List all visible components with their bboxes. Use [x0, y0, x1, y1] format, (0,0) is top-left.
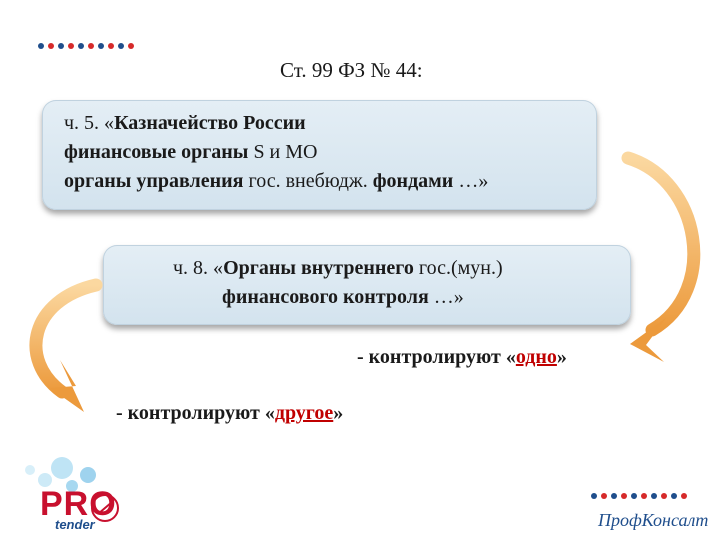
statement2-prefix: - контролируют « [116, 402, 275, 424]
statement2-key: другое [274, 402, 334, 424]
statement1-prefix: - контролируют « [357, 346, 516, 368]
box1-line2-bold: финансовые органы [64, 141, 249, 163]
statement2-suffix: » [333, 402, 344, 424]
box1-line1-prefix: ч. 5. « [64, 112, 115, 134]
logo-bubbles-icon [25, 457, 119, 522]
logo-pro: PRO [40, 485, 117, 523]
decorative-dots-top [38, 43, 134, 49]
box2-line2-bold: финансового контроля [222, 286, 429, 308]
box2-line2: финансового контроля …» [222, 286, 464, 309]
article-part5-box [42, 100, 597, 210]
box1-line3: органы управления гос. внебюдж. фондами … [64, 170, 488, 193]
box2-line1-prefix: ч. 8. « [173, 257, 224, 279]
box2-line1-normal: гос.(мун.) [413, 257, 503, 279]
box1-line3-bold2: фондами [372, 170, 454, 192]
decorative-dots-bottom [591, 493, 687, 499]
box1-line3-bold1: органы управления [64, 170, 244, 192]
statement1-key: одно [515, 346, 557, 368]
statement-controls-one: - контролируют «одно» [357, 346, 567, 369]
box1-line2-normal: S и МО [248, 141, 318, 163]
article-part8-box [103, 245, 631, 325]
logo-tender: tender [55, 517, 95, 532]
box2-line2-tail: …» [428, 286, 464, 308]
brand-name: ПрофКонсалт [598, 510, 709, 530]
statement-controls-other: - контролируют «другое» [116, 402, 343, 425]
box1-line1-bold: Казначейство России [114, 112, 306, 134]
right-curved-arrow-icon [621, 151, 701, 362]
box1-line3-normal: гос. внебюдж. [243, 170, 373, 192]
box1-line3-tail: …» [453, 170, 489, 192]
statement1-suffix: » [556, 346, 567, 368]
box1-line1: ч. 5. «Казначейство России [64, 112, 306, 135]
box2-line1-bold: Органы внутреннего [223, 257, 414, 279]
box2-line1: ч. 8. «Органы внутреннего гос.(мун.) [173, 257, 503, 280]
left-curved-arrow-icon [29, 278, 103, 412]
box1-line2: финансовые органы S и МО [64, 141, 318, 164]
slide-title: Ст. 99 ФЗ № 44: [280, 58, 423, 82]
